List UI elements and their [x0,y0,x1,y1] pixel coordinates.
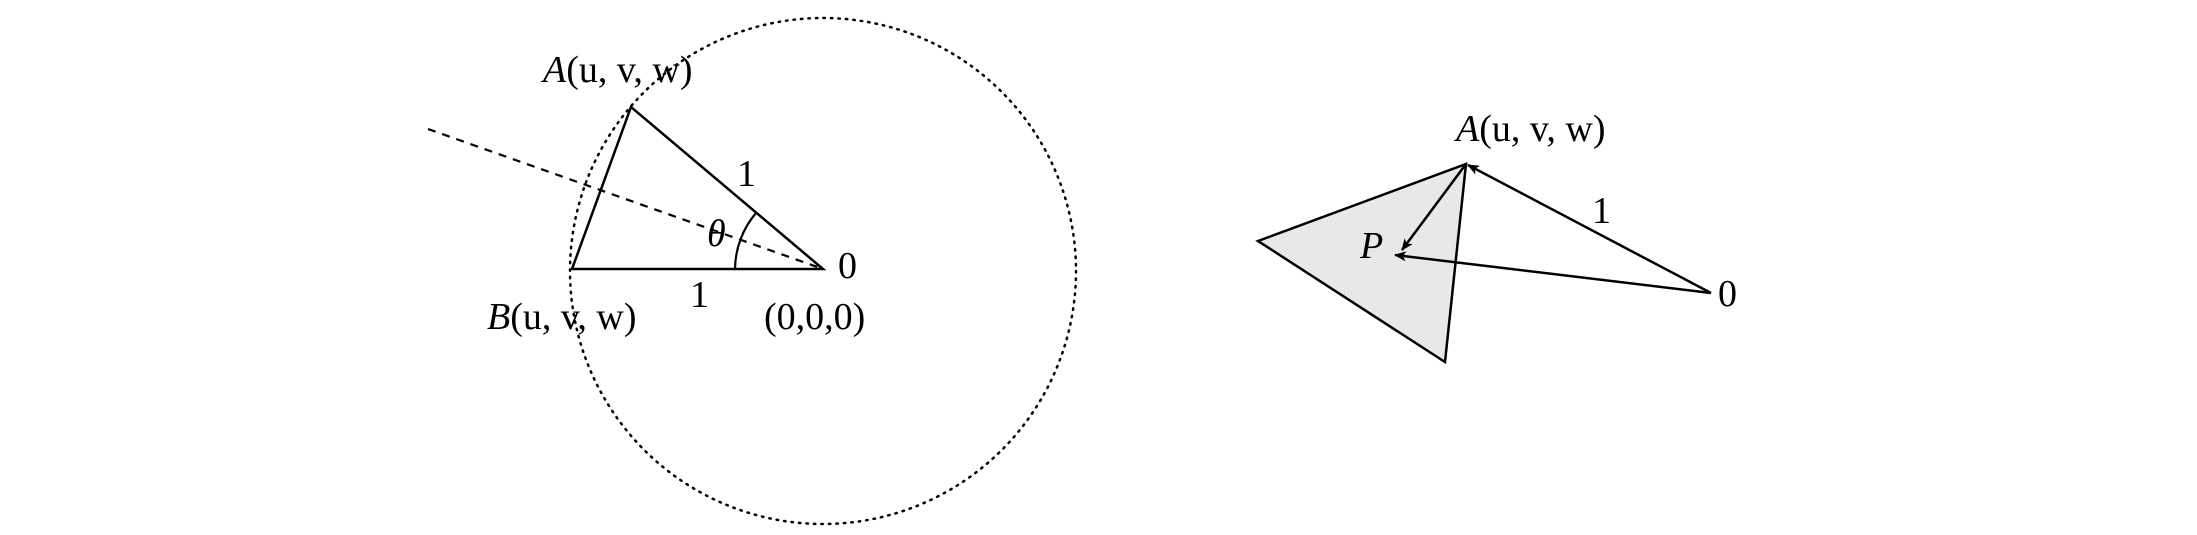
label-origin-right: 0 [1718,273,1737,315]
vector-origin-to-a [1467,163,1712,295]
label-point-p: P [1359,225,1383,267]
label-point-a-left: A(u, v, w) [540,49,693,91]
bisector-dashed-line [427,127,824,271]
label-point-b-left: B(u, v, w) [487,296,637,338]
vector-origin-to-p [1394,251,1712,295]
triangle-oab [570,104,827,271]
label-angle-theta: θ [707,213,726,255]
vector-a-to-p [1400,163,1468,251]
left-figure: A(u, v, w) B(u, v, w) 1 1 θ 0 (0,0,0) [427,16,1078,526]
label-point-a-right: A(u, v, w) [1453,108,1606,150]
right-figure: A(u, v, w) P 1 0 [1255,108,1737,365]
label-oa-length-right: 1 [1592,190,1611,232]
label-ob-length-left: 1 [690,274,709,316]
angle-theta-arc [733,212,757,270]
label-origin-coords: (0,0,0) [764,296,865,338]
label-origin-left: 0 [838,245,857,287]
unit-sphere-circle [568,16,1078,526]
label-oa-length-left: 1 [737,153,756,195]
